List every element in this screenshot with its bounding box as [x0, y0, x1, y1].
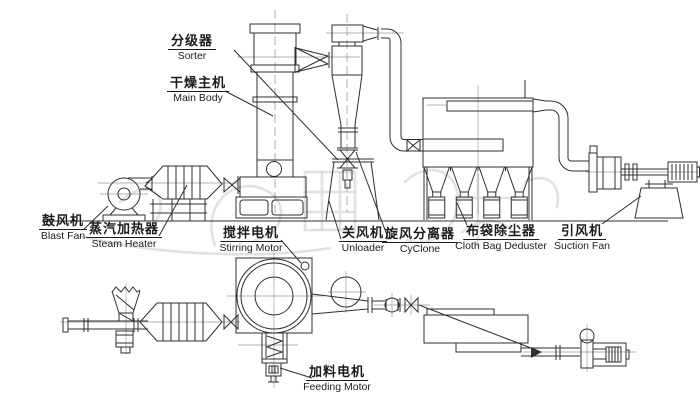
steam-heater-drawing	[144, 165, 241, 221]
label-cloth-bag-deduster: 布袋除尘器 Cloth Bag Deduster	[455, 223, 547, 252]
feed-heater-drawing	[139, 302, 239, 342]
label-main-body-zh: 干燥主机	[166, 76, 230, 92]
centerlines	[60, 10, 698, 388]
label-suction-fan-en: Suction Fan	[553, 239, 611, 252]
discharge-pipe-drawing	[311, 293, 532, 349]
leader-lines	[83, 49, 642, 379]
feeding-screw-drawing	[261, 332, 288, 383]
label-steam-heater-zh: 蒸汽加热器	[85, 222, 163, 238]
label-unloader-zh: 关风机	[338, 226, 388, 242]
discharge-conveyor-drawing	[521, 328, 630, 369]
label-stirring-motor-zh: 搅拌电机	[219, 226, 283, 242]
product-collector-drawing	[423, 308, 529, 353]
stirring-chamber-drawing	[235, 257, 362, 334]
label-blast-fan: 鼓风机 Blast Fan	[38, 213, 88, 242]
label-blast-fan-zh: 鼓风机	[38, 214, 88, 230]
label-feeding-motor-zh: 加料电机	[305, 365, 369, 381]
label-feeding-motor: 加料电机 Feeding Motor	[303, 364, 371, 393]
label-main-body-en: Main Body	[173, 91, 223, 104]
label-sorter-zh: 分级器	[167, 34, 217, 50]
label-feeding-motor-en: Feeding Motor	[303, 380, 371, 393]
feed-hopper-drawing	[62, 286, 148, 354]
suction-fan-drawing	[588, 145, 700, 219]
label-steam-heater-en: Steam Heater	[91, 237, 157, 250]
duct-tower-to-cyclone	[294, 47, 330, 73]
unloader-valve-drawing	[325, 147, 380, 221]
label-blast-fan-en: Blast Fan	[40, 229, 86, 242]
label-unloader-en: Unloader	[341, 241, 385, 254]
label-cloth-bag-deduster-en: Cloth Bag Deduster	[455, 239, 547, 252]
cyclone-outlet-duct	[362, 25, 423, 153]
label-suction-fan-zh: 引风机	[557, 224, 607, 240]
label-stirring-motor: 搅拌电机 Stirring Motor	[219, 225, 282, 254]
label-unloader: 关风机 Unloader	[338, 225, 388, 254]
label-cyclone-en: CyClone	[399, 242, 441, 255]
deduster-outlet-duct	[532, 98, 589, 172]
cloth-bag-deduster-drawing	[422, 80, 534, 220]
cyclone-drawing	[331, 24, 364, 148]
label-cyclone-zh: 旋风分离器	[381, 227, 459, 243]
label-cyclone: 旋风分离器 CyClone	[381, 226, 459, 255]
label-suction-fan: 引风机 Suction Fan	[554, 223, 610, 252]
label-sorter-en: Sorter	[177, 49, 207, 62]
label-main-body: 干燥主机 Main Body	[166, 75, 230, 104]
label-sorter: 分级器 Sorter	[167, 33, 217, 62]
label-stirring-motor-en: Stirring Motor	[219, 241, 283, 254]
blast-fan-drawing	[102, 176, 153, 222]
main-body-drawing	[235, 23, 308, 219]
label-steam-heater: 蒸汽加热器 Steam Heater	[85, 221, 163, 250]
label-cloth-bag-deduster-zh: 布袋除尘器	[462, 224, 540, 240]
